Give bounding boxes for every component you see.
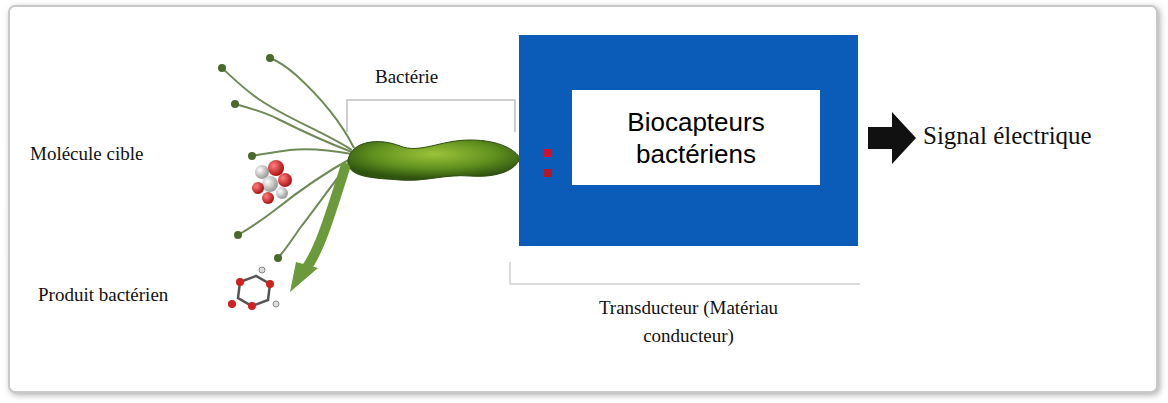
target-molecule	[252, 160, 292, 204]
biosensor-box: Biocapteurs bactériens	[572, 90, 820, 185]
flagella-tips	[218, 54, 282, 262]
signal-label: Signal électrique	[923, 122, 1092, 150]
part-label: Molécule cible	[30, 143, 143, 165]
biosensor-label: Biocapteurs bactériens	[572, 106, 820, 170]
transducer-heading: Transducteur (Matériau conducteur)	[499, 294, 878, 350]
bacterium	[348, 140, 520, 180]
transducer-block: Transducteur (Matériau conducteur)Biocap…	[519, 35, 858, 246]
interface-dot	[544, 149, 552, 157]
part-label: Bactérie	[375, 66, 438, 88]
product-arrowhead	[290, 262, 318, 292]
interface-dots	[539, 140, 559, 180]
flagella	[222, 58, 354, 258]
product-arrow	[305, 168, 345, 270]
frame	[9, 6, 1157, 392]
part-label: Produit bactérien	[38, 284, 168, 306]
product-molecule	[228, 267, 279, 310]
bracket	[510, 262, 860, 284]
signal-arrow	[868, 112, 916, 164]
bracket	[347, 100, 515, 132]
interface-dot	[544, 169, 552, 177]
